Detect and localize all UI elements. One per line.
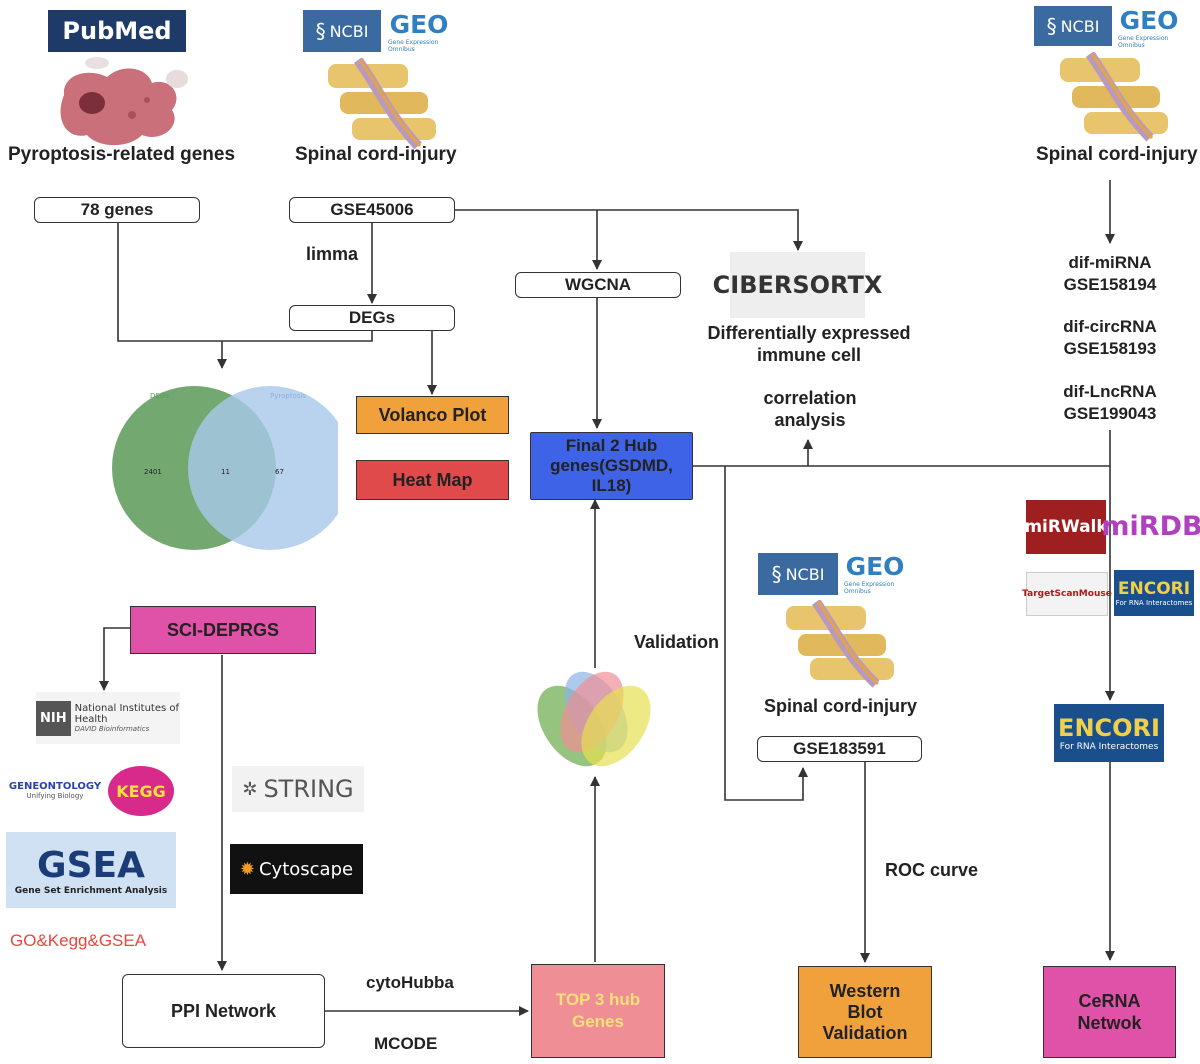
limma-label: limma	[306, 244, 359, 264]
gsea-logo-text: GSEA	[37, 844, 145, 886]
diff-immune-label: Differentially expressed immune cell	[707, 323, 911, 365]
cytoscape-logo: ✹ Cytoscape	[230, 844, 363, 894]
venn-left-label: DEGs	[150, 392, 169, 400]
cell-illustration-icon	[60, 57, 188, 146]
ncbi-logo-right-text: NCBI	[1060, 16, 1100, 36]
sci-top-title: Spinal cord-injury	[295, 144, 457, 165]
geo-logo-mid: GEO Gene Expression Omnibus	[844, 550, 906, 596]
sci-mid-title: Spinal cord-injury	[764, 696, 918, 716]
targetscan-logo-text: TargetScanMouse	[1022, 589, 1112, 599]
venn-overlap-count: 11	[221, 468, 230, 476]
cytoscape-dot-icon: ✹	[239, 858, 255, 880]
lncrna-label: dif-LncRNA GSE199043	[1063, 382, 1157, 423]
genes-78-box: 78 genes	[34, 197, 200, 223]
degs-box: DEGs	[289, 305, 455, 331]
mirwalk-logo-text: miRWalk	[1024, 517, 1108, 537]
geo-logo-sub: Gene Expression Omnibus	[388, 38, 439, 53]
spine-illustration-icon	[1060, 52, 1168, 142]
string-logo-text: STRING	[263, 775, 354, 803]
gse45006-box: GSE45006	[289, 197, 455, 223]
heat-map-box: Heat Map	[356, 460, 509, 500]
ncbi-helix-icon: §	[315, 19, 326, 43]
venn-right-count: 67	[275, 468, 284, 476]
encori-small-logo-text: ENCORI	[1117, 579, 1191, 599]
geneontology-logo-text: GENEONTOLOGY	[8, 780, 102, 792]
gse183591-box: GSE183591	[757, 736, 922, 762]
network-icon: ✲	[242, 778, 258, 800]
pubmed-logo: PubMed	[48, 10, 186, 52]
sci-deprgs-box: SCI-DEPRGS	[130, 606, 316, 654]
geneontology-logo-sub: Unifying Biology	[26, 791, 84, 800]
ncbi-helix-icon: §	[1046, 14, 1057, 38]
kegg-logo-text: KEGG	[116, 781, 166, 801]
string-logo: ✲ STRING	[232, 766, 364, 812]
encori-small-logo: ENCORI For RNA Interactomes	[1114, 570, 1194, 616]
ncbi-helix-icon: §	[771, 562, 782, 586]
cibersortx-logo-text: CIBERSORTX	[712, 271, 883, 299]
roc-curve-label: ROC curve	[885, 860, 979, 880]
geo-logo-mid-sub: Gene Expression Omnibus	[844, 580, 895, 595]
geo-logo-right: GEO Gene Expression Omnibus	[1118, 4, 1180, 50]
ncbi-logo-mid: § NCBI	[758, 553, 838, 595]
circrna-label: dif-circRNA GSE158193	[1063, 317, 1157, 358]
wgcna-box: WGCNA	[515, 272, 681, 298]
ncbi-logo-text: NCBI	[329, 21, 369, 41]
sci-right-title: Spinal cord-injury	[1036, 144, 1198, 165]
mirdb-logo-text: miRDB	[1101, 510, 1200, 542]
validation-label: Validation	[634, 632, 720, 652]
ncbi-logo-right: § NCBI	[1034, 6, 1112, 46]
gsea-logo-sub: Gene Set Enrichment Analysis	[14, 885, 168, 896]
final-hub-genes-box: Final 2 Hub genes(GSDMD, IL18)	[530, 432, 693, 500]
targetscan-logo: TargetScanMouse	[1022, 572, 1112, 616]
nih-logo: NIH National Institutes of Health DAVID …	[36, 692, 180, 744]
spine-illustration-icon	[328, 58, 436, 150]
spine-illustration-icon	[786, 600, 894, 688]
cibersortx-logo: CIBERSORTX	[713, 252, 882, 318]
go-kegg-gsea-label: GO&Kegg&GSEA	[10, 931, 147, 950]
western-blot-box: Western Blot Validation	[798, 966, 932, 1058]
venn-diagram-four-sets	[537, 671, 651, 767]
ppi-network-box: PPI Network	[122, 974, 325, 1048]
geo-logo: GEO Gene Expression Omnibus	[388, 8, 450, 54]
top3-hub-genes-box: TOP 3 hub Genes	[531, 964, 665, 1058]
geo-logo-right-sub: Gene Expression Omnibus	[1118, 34, 1169, 49]
cerna-network-box: CeRNA Netwok	[1043, 966, 1176, 1058]
venn-diagram-two-sets: DEGs Pyroptosis 2401 11 67	[112, 386, 338, 550]
geo-logo-mid-text: GEO	[845, 551, 905, 581]
kegg-logo: KEGG	[108, 766, 174, 816]
mcode-label: MCODE	[374, 1034, 438, 1053]
encori-logo-sub: For RNA Interactomes	[1059, 742, 1159, 752]
mirwalk-logo: miRWalk	[1024, 500, 1108, 554]
geo-logo-text: GEO	[389, 9, 449, 39]
cytohubba-label: cytoHubba	[366, 973, 454, 992]
encori-logo-text: ENCORI	[1058, 714, 1160, 742]
volcano-plot-box: Volanco Plot	[356, 396, 509, 434]
correlation-label: correlation analysis	[763, 388, 857, 430]
ncbi-logo-mid-text: NCBI	[785, 564, 825, 584]
venn-left-count: 2401	[144, 468, 162, 476]
nih-logo-sub: DAVID Bioinformatics	[74, 725, 150, 733]
cytoscape-logo-text: Cytoscape	[258, 858, 354, 880]
geo-logo-right-text: GEO	[1119, 5, 1179, 35]
nih-logo-text: National Institutes of Health	[74, 703, 180, 725]
nih-badge: NIH	[36, 700, 71, 736]
encori-small-logo-sub: For RNA Interactomes	[1115, 599, 1193, 607]
geneontology-logo: GENEONTOLOGY Unifying Biology	[9, 764, 101, 816]
venn-right-label: Pyroptosis	[270, 392, 306, 400]
gsea-logo: GSEA Gene Set Enrichment Analysis	[6, 832, 176, 908]
mirdb-logo: miRDB	[1101, 498, 1200, 554]
mirna-label: dif-miRNA GSE158194	[1063, 253, 1157, 294]
ncbi-logo: § NCBI	[303, 10, 381, 52]
pyroptosis-title: Pyroptosis-related genes	[8, 144, 236, 165]
pubmed-logo-text: PubMed	[62, 17, 172, 45]
encori-logo: ENCORI For RNA Interactomes	[1054, 704, 1164, 762]
